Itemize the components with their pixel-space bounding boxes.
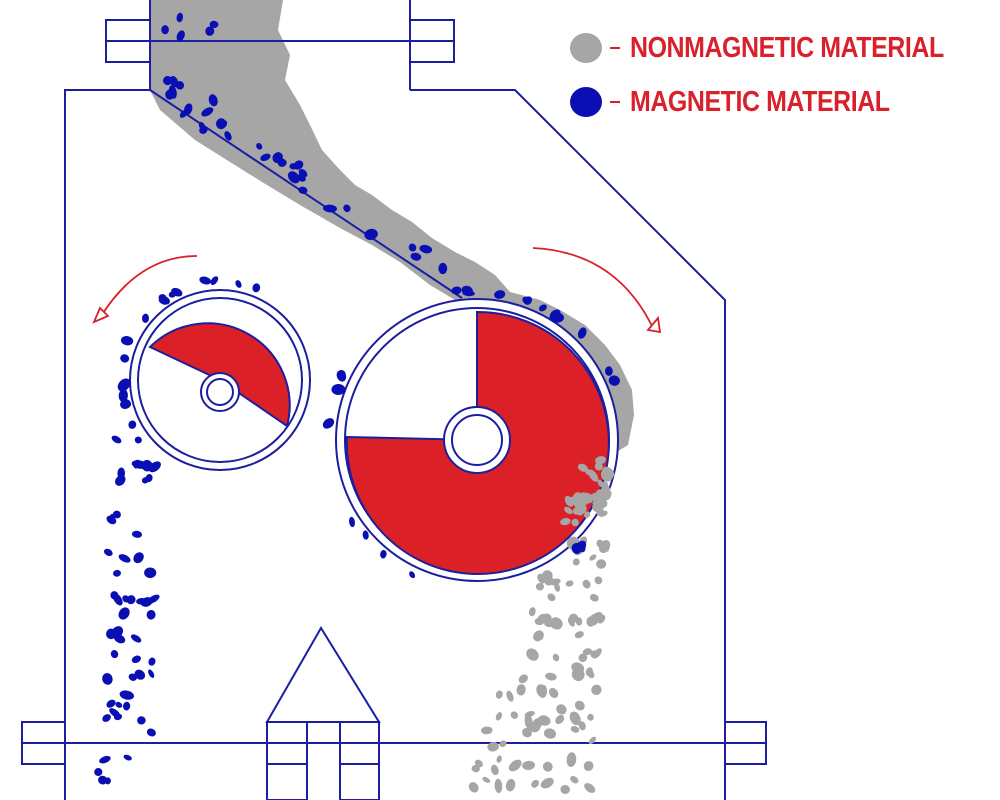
rotation-arrow-left-head [92,306,110,324]
legend-label-magnetic: MAGNETIC MATERIAL [630,85,890,118]
small-drum [129,289,311,471]
large-drum-hub-inner [451,414,503,466]
rotation-arrow-right-head [646,315,662,334]
legend-label-nonmagnetic: NONMAGNETIC MATERIAL [630,31,944,64]
legend-dash [610,47,620,49]
nonmagnetic-swatch-icon [570,33,602,63]
bottom-right-flange [724,721,767,765]
large-drum [335,298,619,582]
nonmagnetic-particles [468,456,615,795]
small-drum-hub-inner [206,378,234,406]
rotation-arrow-left [99,255,198,319]
legend-item-nonmagnetic: NONMAGNETIC MATERIAL [570,28,995,68]
feed-stream-nonmagnetic [150,0,634,455]
rotation-arrow-right [532,247,653,327]
rotation-arrows [92,247,662,334]
legend-item-magnetic: MAGNETIC MATERIAL [570,82,932,122]
magnetic-swatch-icon [570,87,602,117]
machine-housing [21,0,767,800]
legend-dash [610,101,620,103]
magnetic-particles [94,12,620,785]
splitter [265,626,381,723]
